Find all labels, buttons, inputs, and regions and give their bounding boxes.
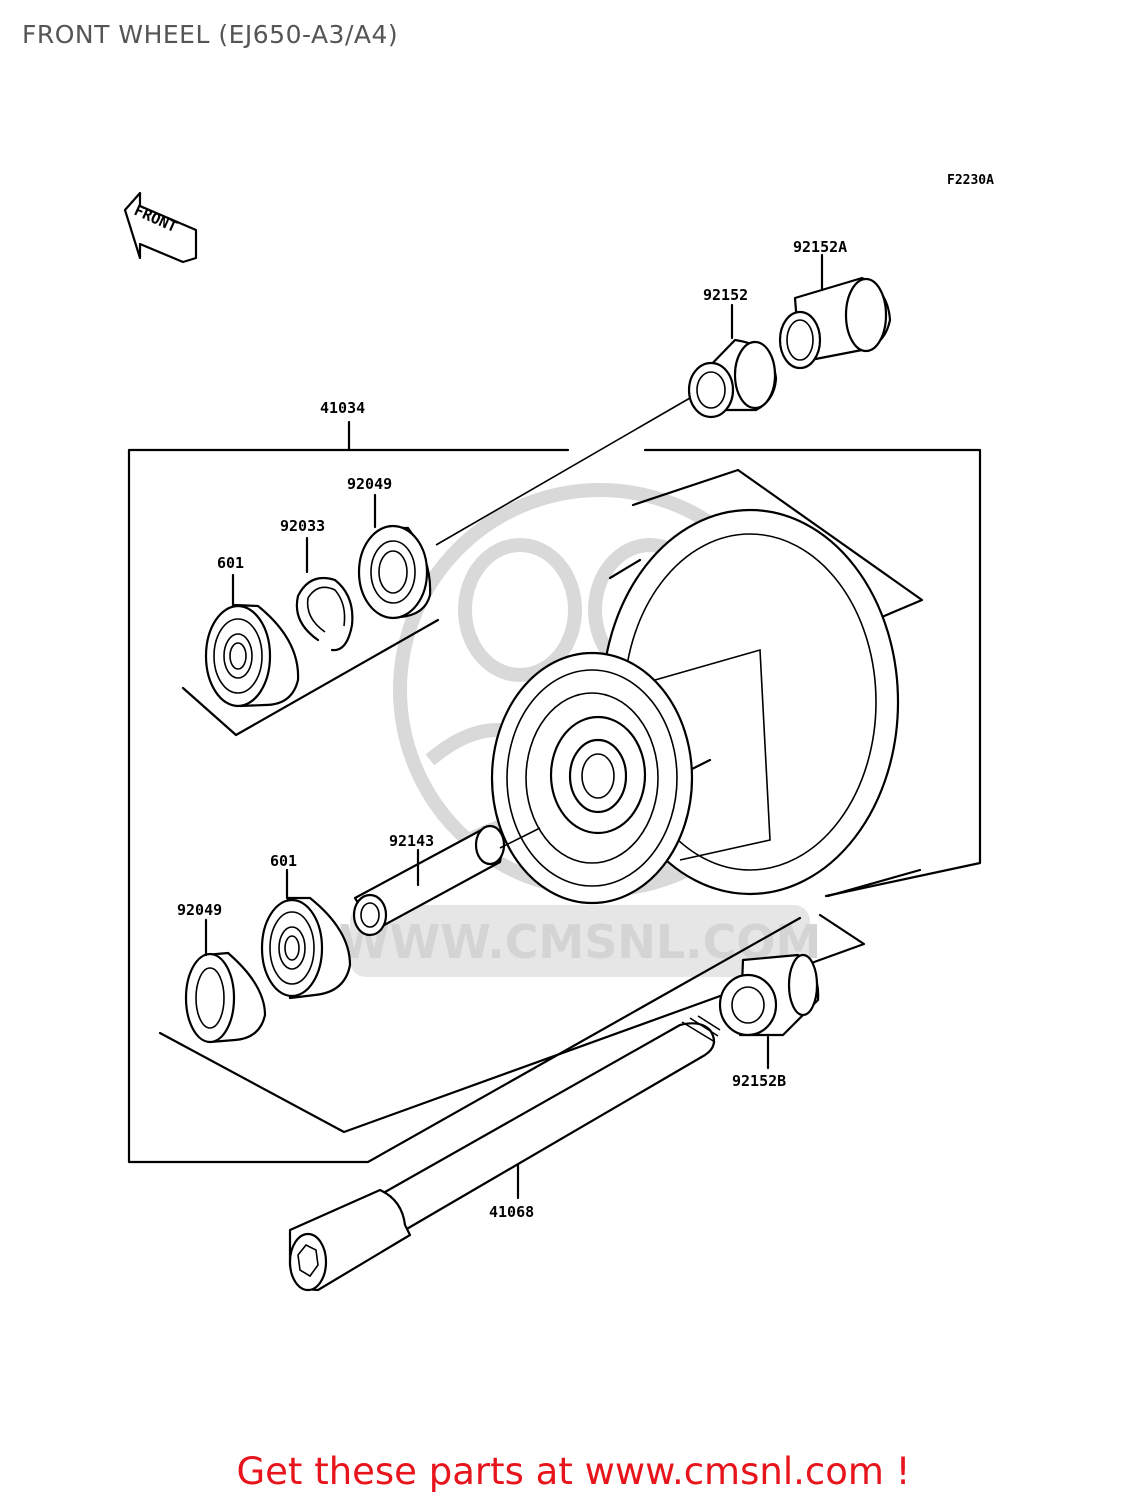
diagram-ref-code: F2230A [947,173,994,188]
callout-601-upper: 601 [217,554,244,572]
bearing-601-upper [204,603,300,708]
axle-41068 [288,1015,721,1292]
parts-diagram: WWW.CMSNL.COM FRONT F2230A 92152A [123,173,994,1292]
callout-92049-lower: 92049 [177,901,222,919]
front-wheel [490,508,900,905]
callout-92033: 92033 [280,517,325,535]
watermark-url: WWW.CMSNL.COM [339,915,822,969]
front-arrow-label: FRONT [131,201,180,236]
callout-92049-upper: 92049 [347,475,392,493]
oil-seal-92049-lower [184,951,267,1044]
page-title: FRONT WHEEL (EJ650-A3/A4) [22,20,399,49]
wheel-tray [631,468,924,624]
collar-92152 [687,338,778,419]
spacer-92143 [352,824,506,937]
assembly-bracket [127,448,982,1164]
oil-seal-92049-upper [357,524,432,620]
callout-601-lower: 601 [270,852,297,870]
circlip-92033 [295,576,354,652]
collar-92152A [778,276,892,370]
lower-bearing-tray [158,913,866,1134]
footer-link[interactable]: Get these parts at www.cmsnl.com ! [236,1450,911,1493]
callout-41068: 41068 [489,1203,534,1221]
front-direction-arrow: FRONT [123,191,198,264]
callout-92152B: 92152B [732,1072,786,1090]
callout-92152A: 92152A [793,238,847,256]
bearing-601-lower [260,896,352,1000]
callout-92152: 92152 [703,286,748,304]
upper-bearing-tray [181,618,440,737]
watermark-logo: WWW.CMSNL.COM [339,483,822,977]
callout-92143: 92143 [389,832,434,850]
collar-92152B [718,953,820,1037]
callout-41034: 41034 [320,399,365,417]
